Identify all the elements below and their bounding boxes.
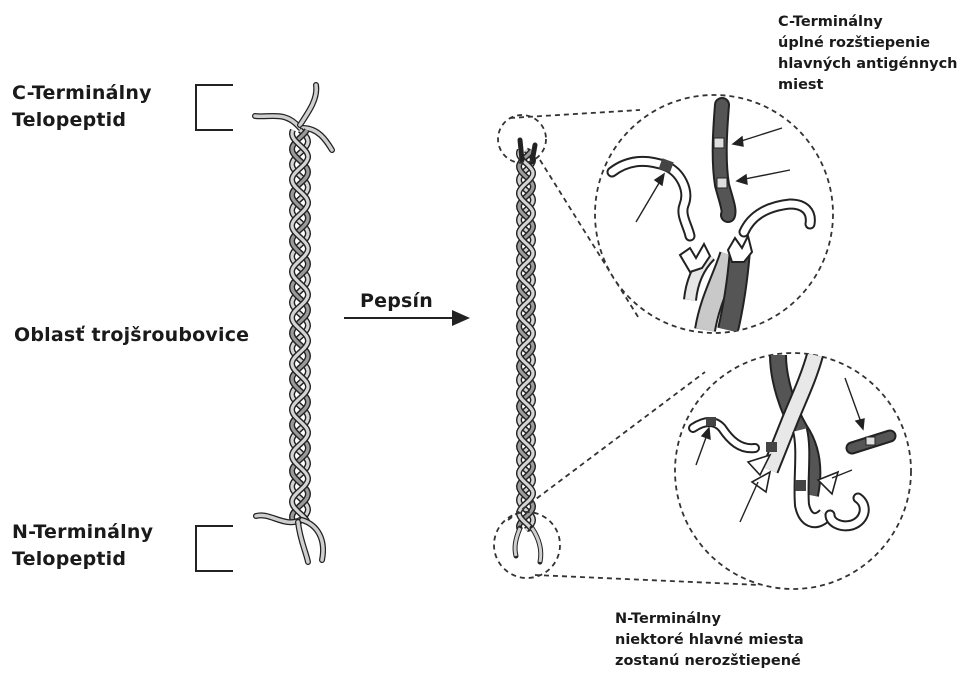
triple-helix-label: Oblasť trojšroubovice xyxy=(14,322,249,349)
n-telopeptide-bracket xyxy=(195,525,233,572)
c-telopeptide-bracket xyxy=(195,84,233,131)
intact-collagen-molecule xyxy=(255,85,332,562)
digested-collagen-molecule xyxy=(515,140,541,562)
c-terminal-detail-label: C-Terminálny úplné rozštiepenie hlavných… xyxy=(778,12,958,96)
n-telopeptide-label: N-Terminálny Telopeptid xyxy=(12,519,153,573)
triple-helix-right xyxy=(519,150,533,530)
c-telopeptide-label: C-Terminálny Telopeptid xyxy=(12,80,152,134)
triple-helix-left xyxy=(292,130,308,522)
pepsin-label: Pepsín xyxy=(360,288,433,315)
n-terminal-detail-label: N-Terminálny niektoré hlavné miesta zost… xyxy=(615,609,804,672)
n-terminal-zoom xyxy=(675,353,911,589)
c-terminal-zoom xyxy=(595,95,833,333)
